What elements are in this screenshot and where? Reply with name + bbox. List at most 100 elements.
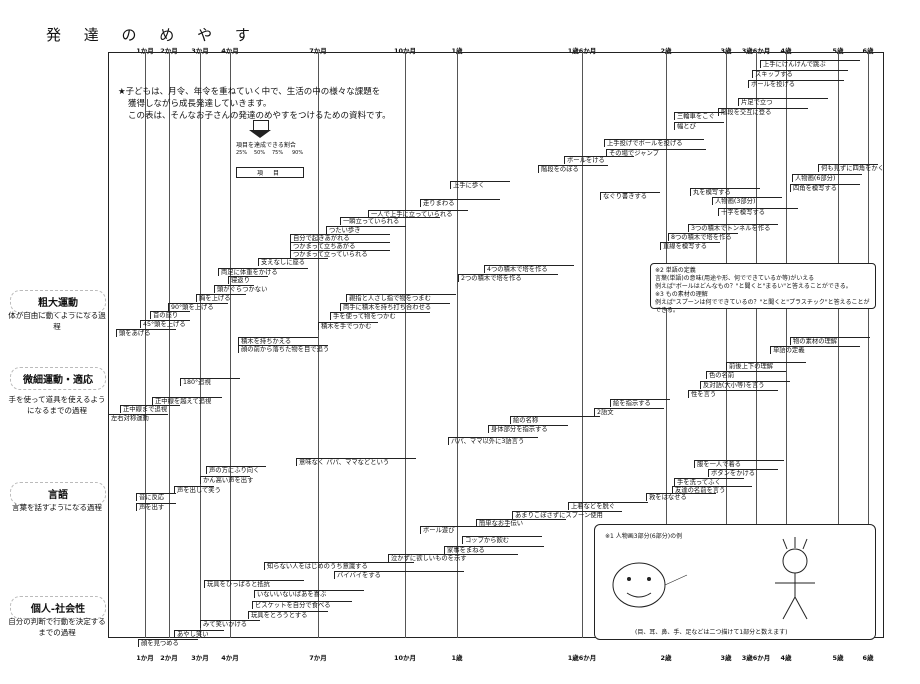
category-label-gross-motor: 粗大運動 [10, 290, 106, 313]
intro-line-2: 獲得しながら成長発達していきます。 [128, 99, 272, 109]
category-desc-gross-motor: 体が自由に動くようになる過程 [8, 311, 106, 331]
grid-line [145, 52, 146, 638]
milestone-bar: 三輪車をこぐ [674, 112, 724, 120]
category-label-language: 言語 [10, 482, 106, 505]
axis-label-10m: 10か月 [393, 47, 417, 55]
milestone-bar: なぐり書きする [600, 192, 660, 200]
milestone-bar: 顔を見つめる [138, 639, 198, 647]
milestone-bar: 階段を交互に登る [718, 108, 808, 116]
milestone-bar: 上手に歩く [450, 181, 510, 189]
axis-label-5y-bottom: 5歳 [832, 654, 844, 662]
milestone-bar: かん高い声を出す [200, 476, 253, 484]
grid-line [457, 52, 458, 638]
milestone-bar: 友達の名前を言う [672, 486, 752, 494]
grid-line [169, 52, 170, 638]
milestone-bar: みて笑いかける [200, 620, 260, 628]
milestone-bar: 180°追視 [180, 378, 240, 386]
milestone-bar: 上手にけんけんで跳ぶ [760, 60, 860, 68]
milestone-bar: 性を言う [688, 390, 778, 398]
milestone-bar: 4つの積木で塔を作る [484, 265, 574, 273]
milestone-bar: ボールをける [564, 156, 634, 164]
key-item-box: 項 目 [236, 167, 304, 178]
milestone-bar: 玩具をひっぱると抵抗 [204, 580, 304, 588]
note-1-footer: (目、耳、鼻、手、足などは二つ描けて1部分と数えます) [635, 629, 788, 636]
axis-label-3y6m-bottom: 3歳6か月 [741, 654, 771, 662]
milestone-bar: つかまって立ちあがる [290, 242, 390, 250]
milestone-bar: 2つの積木で塔を作る [458, 274, 558, 282]
milestone-bar: 一瞬立っていられる [340, 217, 440, 225]
milestone-bar: 玩具をとろうとする [248, 611, 328, 619]
milestone-bar: 寝返り [228, 276, 268, 284]
chart-frame [108, 52, 884, 638]
milestone-bar: 音に反応 [136, 493, 176, 501]
axis-label-6y-bottom: 6歳 [862, 654, 874, 662]
milestone-bar: 8つの積木で塔を作る [668, 233, 738, 241]
milestone-bar: 親指と人さし指で物をつまむ [346, 294, 456, 302]
milestone-bar: 支えなしに座る [258, 258, 328, 266]
category-label-fine-motor: 微細運動・適応 [10, 367, 106, 390]
milestone-bar: あまりこぼさずにスプーン使用 [512, 511, 622, 519]
milestone-bar: 知らない人をはじめのうち意識する [264, 562, 414, 570]
axis-label-4m-bottom: 4か月 [221, 654, 239, 662]
key-caption: 項目を達成できる割合 [236, 142, 296, 149]
milestone-bar: 単語の定義 [770, 346, 860, 354]
note-2-line-a: 言葉(単語)の意味(用途や形、何でできているか等)がいえる [655, 275, 815, 282]
milestone-bar: いないいないばあを喜ぶ [254, 590, 364, 598]
axis-label-1y6m-bottom: 1歳6か月 [567, 654, 597, 662]
milestone-bar: 上手投げでボールを投げる [604, 139, 704, 147]
key-pct-50: 50% [254, 150, 266, 156]
key-pct-90: 90% [292, 150, 304, 156]
grid-line [200, 52, 201, 638]
milestone-bar: つかまって立っていられる [290, 250, 390, 258]
milestone-bar: 反対語(大小等)を言う [700, 381, 790, 389]
milestone-bar: 何も見ずに四角をかく [818, 164, 884, 172]
note-3-line-a: 例えば"スプーンは何でできているの？"と聞くと"プラスチック"と答えることができ… [655, 299, 870, 314]
milestone-bar: つたい歩き [326, 226, 406, 234]
grid-line [756, 52, 757, 638]
milestone-bar: 人物画(6部分) [792, 174, 862, 182]
axis-label-4y-bottom: 4歳 [780, 654, 792, 662]
note-1-title: ※1 人物画3部分(6部分)の例 [605, 533, 683, 540]
stick-figure-icon [775, 537, 815, 620]
intro-line-3: この表は、そんなお子さんの発達のめやすをつけるための資料です。 [128, 111, 391, 121]
milestone-bar: ボタンをかける [708, 469, 778, 477]
grid-line [868, 52, 869, 638]
milestone-bar: 声を出して笑う [174, 486, 221, 494]
milestone-bar: 両足に体重をかける [218, 268, 308, 276]
category-desc-fine-motor: 手を使って道具を使えるようになるまでの過程 [8, 395, 106, 415]
milestone-bar: 積木を手でつかむ [318, 322, 378, 330]
axis-label-3m: 3か月 [191, 47, 209, 55]
note-2-title: ※2 単語の定義 [655, 267, 696, 274]
milestone-bar: 色の名前 [706, 371, 786, 379]
milestone-bar: 声を出す [136, 503, 176, 511]
milestone-bar: 人物画(3部分) [712, 197, 782, 205]
milestone-bar: 頭をあげる [116, 329, 176, 337]
axis-label-3y: 3歳 [720, 47, 732, 55]
milestone-bar: 顔の前から落ちた物を目で追う [238, 345, 329, 353]
axis-label-1y: 1歳 [451, 47, 463, 55]
milestone-bar: 上着などを脱ぐ [568, 502, 648, 510]
axis-label-5y: 5歳 [832, 47, 844, 55]
milestone-bar: 幅とび [674, 122, 724, 130]
milestone-bar: パパ、ママ以外に3語言う [448, 437, 538, 445]
grid-line [230, 52, 231, 638]
milestone-bar: 正中線を越えて追視 [152, 397, 222, 405]
axis-label-4m: 4か月 [221, 47, 239, 55]
milestone-bar: 走りまわる [420, 199, 500, 207]
milestone-bar: ビスケットを自分で食べる [252, 601, 352, 609]
milestone-bar: 十字を模写する [718, 208, 798, 216]
milestone-bar: 身体部分を指示する [488, 425, 568, 433]
axis-label-1m-bottom: 1か月 [136, 654, 154, 662]
grid-line [838, 52, 839, 638]
milestone-bar: 首の座り [150, 311, 190, 319]
milestone-bar: 片足で立つ [738, 98, 828, 106]
definitions-note: ※2 単語の定義 言葉(単語)の意味(用途や形、何でできているか等)がいえる 例… [650, 263, 876, 314]
milestone-bar: あやし笑い [174, 630, 224, 638]
intro-text: ★子どもは、月令、年令を重ねていく中で、生活の中の様々な課題を 獲得しながら成長… [118, 86, 391, 122]
grid-line [786, 52, 787, 638]
axis-label-2m-bottom: 2か月 [160, 654, 178, 662]
axis-label-7m-bottom: 7か月 [309, 654, 327, 662]
milestone-bar: ボールを投げる [748, 80, 844, 88]
milestone-bar: 階段をのぼる [538, 165, 608, 173]
milestone-bar: 声の方にふり向く [206, 466, 266, 474]
